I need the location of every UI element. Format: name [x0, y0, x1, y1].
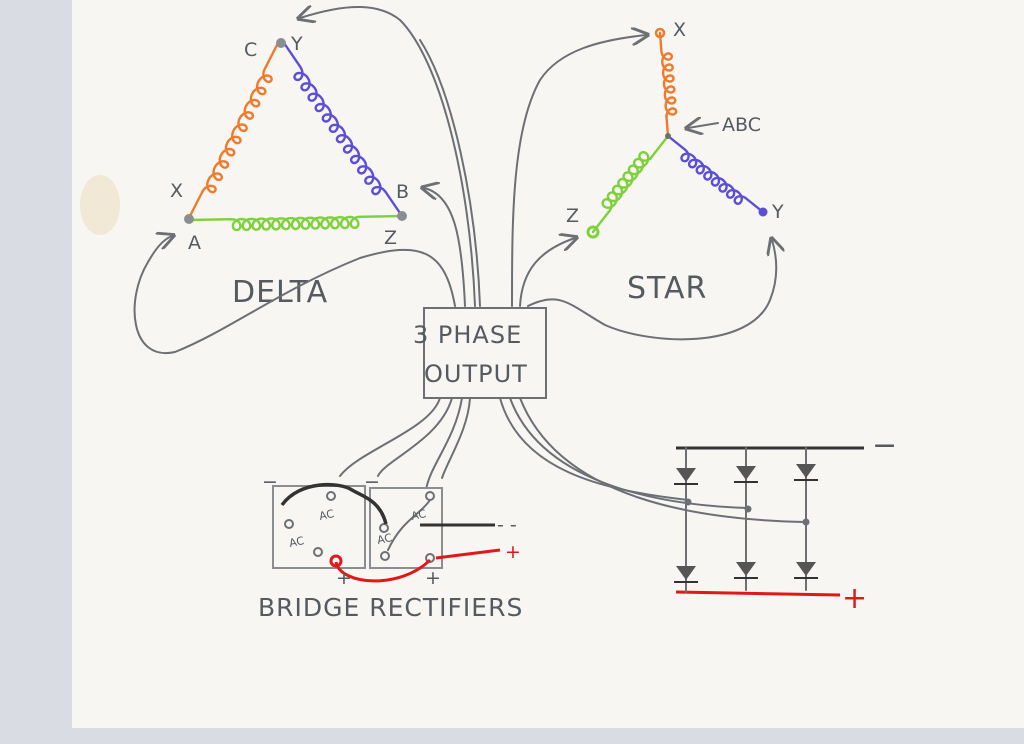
diode-upper-1 [674, 468, 698, 485]
star-node-y [758, 207, 768, 217]
rect2-ac-label-a: AC [410, 507, 428, 523]
rect2-plus: + [425, 567, 441, 589]
delta-label-b: B [396, 181, 409, 203]
delta-coil-blue [282, 41, 404, 218]
star-coil-blue [666, 134, 765, 214]
lead-delta-a [133, 236, 456, 355]
diode-lower-1 [674, 566, 698, 583]
delta-node-cy [276, 38, 286, 48]
rect1-ac-label-a: AC [318, 507, 336, 523]
output-box-line2: OUTPUT [424, 360, 528, 388]
diode-lower-2 [734, 562, 758, 579]
lead-delta-b [424, 188, 466, 307]
delta-node-xa [184, 214, 194, 224]
delta-label-y: Y [290, 33, 303, 55]
delta-title: DELTA [232, 275, 328, 310]
output-box-line1: 3 PHASE [413, 321, 522, 349]
winding-leads [133, 7, 777, 355]
output-down-wires [339, 397, 807, 523]
star-label-z: Z [566, 205, 579, 227]
diode-bridge: − + [674, 428, 898, 616]
rect1-plus: + [336, 567, 352, 589]
star-center-label: ABC [722, 114, 761, 136]
delta-label-z: Z [384, 227, 397, 249]
rect2-minus: − [364, 471, 380, 493]
star-node-x [654, 27, 666, 39]
star-label-x: X [673, 19, 686, 41]
delta-coil-green [187, 214, 404, 232]
bridge-rectifiers-caption: BRIDGE RECTIFIERS [258, 593, 523, 622]
output-box: 3 PHASE OUTPUT [413, 307, 547, 399]
star-node-center [665, 133, 671, 139]
delta-label-x: X [170, 180, 183, 202]
star-center-arrow [688, 123, 719, 128]
rect2-ac-label-b: AC [376, 531, 394, 547]
rect1-minus: − [262, 471, 278, 493]
star-coil-orange [658, 31, 678, 138]
diode-lower-3 [794, 562, 818, 579]
diode-bridge-minus: − [872, 428, 898, 463]
delta-coil-orange [187, 41, 280, 220]
lead-star-x [511, 35, 646, 307]
lead-star-z [519, 238, 575, 307]
delta-node-bz [397, 211, 407, 221]
lead-star-y [527, 240, 776, 341]
diode-upper-3 [794, 464, 818, 481]
lead-delta-top [300, 7, 476, 307]
rect1-ac-label-b: AC [288, 534, 306, 550]
star-node-z [586, 225, 600, 239]
delta-label-a: A [188, 232, 201, 254]
rect-dc-plus: + [505, 541, 521, 563]
star-winding: X Y Z ABC STAR [566, 19, 784, 306]
paper-stain [80, 175, 120, 235]
lead-delta-extra [419, 39, 481, 307]
diode-upper-2 [734, 466, 758, 483]
bridge-rectifiers: AC AC AC AC − − + + - - + BRIDGE RECTIFI… [258, 471, 523, 622]
star-coil-green [591, 134, 670, 234]
rect-dc-minus: - - [497, 514, 517, 536]
delta-label-c: C [244, 39, 257, 61]
diode-bridge-plus: + [842, 581, 868, 616]
star-title: STAR [627, 271, 707, 306]
star-label-y: Y [771, 201, 784, 223]
paper-sheet [72, 0, 1024, 728]
